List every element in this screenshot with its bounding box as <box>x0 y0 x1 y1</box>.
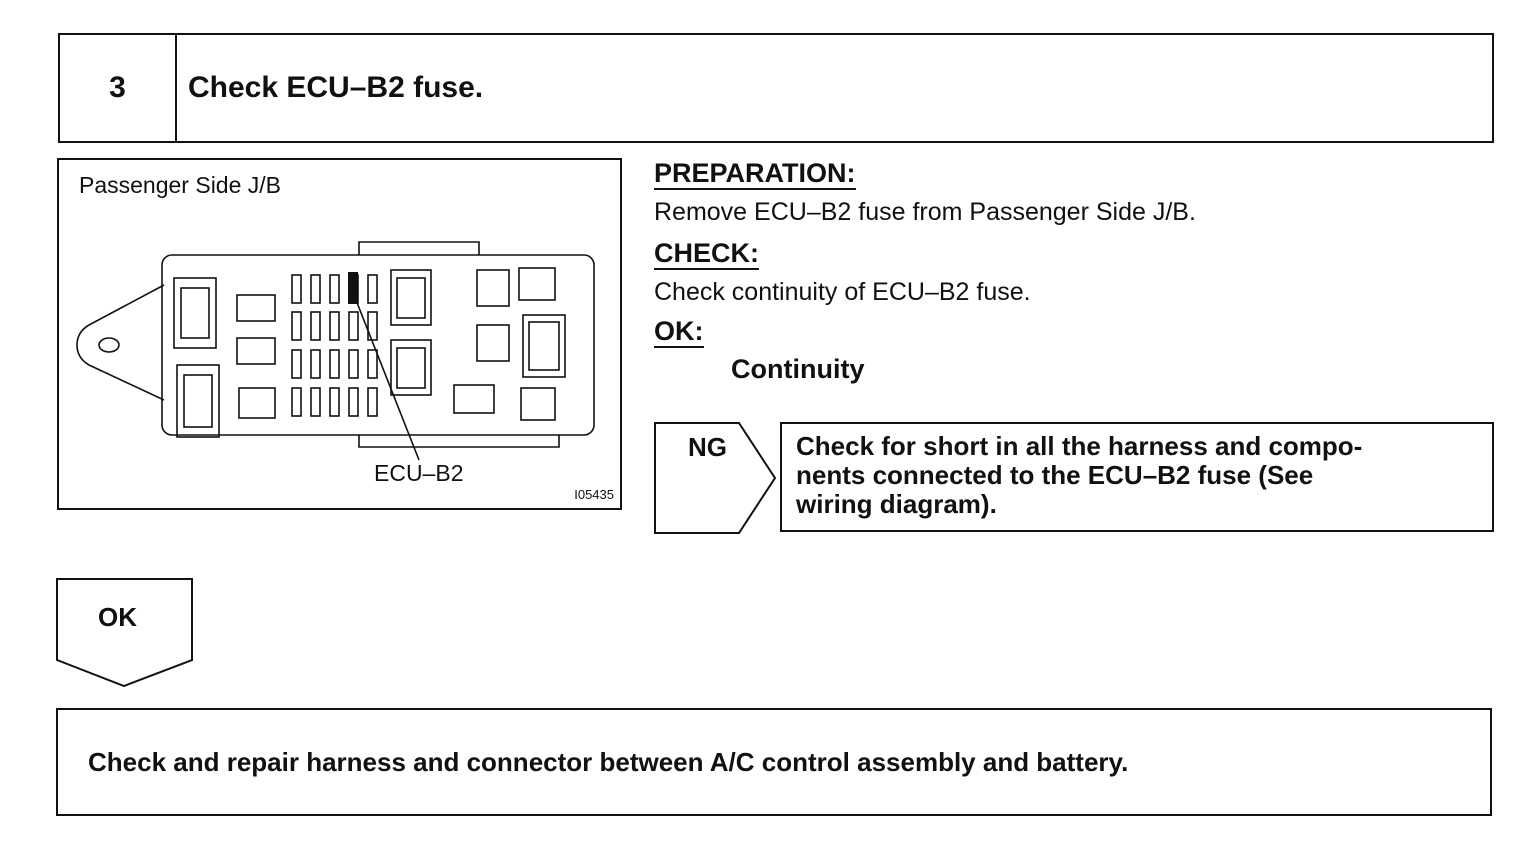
ok-spec-value: Continuity <box>731 354 865 384</box>
check-heading: CHECK: <box>654 238 759 270</box>
ok-action-box: Check and repair harness and connector b… <box>56 708 1492 816</box>
check-heading-row: CHECK: <box>654 238 759 270</box>
preparation-heading: PREPARATION: <box>654 158 856 190</box>
fuse-slot <box>329 311 340 341</box>
fuse-slot <box>310 274 321 304</box>
fuse-slot <box>291 274 302 304</box>
step-title: Check ECU–B2 fuse. <box>188 71 484 104</box>
fuse-slot <box>291 311 302 341</box>
ng-arrow-tag <box>654 422 777 534</box>
fuse-slot <box>329 349 340 379</box>
ng-action-line-1: Check for short in all the harness and c… <box>796 431 1363 461</box>
fuse-slot <box>310 349 321 379</box>
fuse-slot <box>291 387 302 417</box>
ng-action-line-2: nents connected to the ECU–B2 fuse (See <box>796 460 1314 490</box>
fuse-slot <box>310 311 321 341</box>
junction-block-figure: Passenger Side J/B ECU–B2 I05435 <box>57 158 622 510</box>
fuse-slot <box>367 387 378 417</box>
fuse-slot <box>348 349 359 379</box>
fuse-slot <box>291 349 302 379</box>
fuse-slot <box>348 387 359 417</box>
step-header: 3 Check ECU–B2 fuse. <box>58 33 1494 143</box>
preparation-heading-row: PREPARATION: <box>654 158 856 190</box>
check-text: Check continuity of ECU–B2 fuse. <box>654 278 1031 306</box>
figure-id: I05435 <box>574 487 614 502</box>
ng-label: NG <box>688 432 727 462</box>
ok-spec-heading: OK: <box>654 316 704 348</box>
ok-arrow-tag <box>56 578 193 688</box>
fuse-slot <box>310 387 321 417</box>
fuse-slot <box>329 274 340 304</box>
ok-label: OK <box>98 602 137 632</box>
fuse-slot <box>348 311 359 341</box>
junction-block-diagram <box>76 241 595 461</box>
fuse-slot <box>329 387 340 417</box>
figure-caption: Passenger Side J/B <box>79 172 282 198</box>
step-number: 3 <box>60 35 177 141</box>
ok-spec-heading-row: OK: <box>654 316 704 348</box>
ng-action-box: Check for short in all the harness and c… <box>780 422 1494 532</box>
fuse-slot <box>367 349 378 379</box>
fuse-callout-label: ECU–B2 <box>374 460 464 486</box>
preparation-text: Remove ECU–B2 fuse from Passenger Side J… <box>654 198 1196 226</box>
fuse-slot <box>367 274 378 304</box>
ng-action-line-3: wiring diagram). <box>796 489 997 519</box>
